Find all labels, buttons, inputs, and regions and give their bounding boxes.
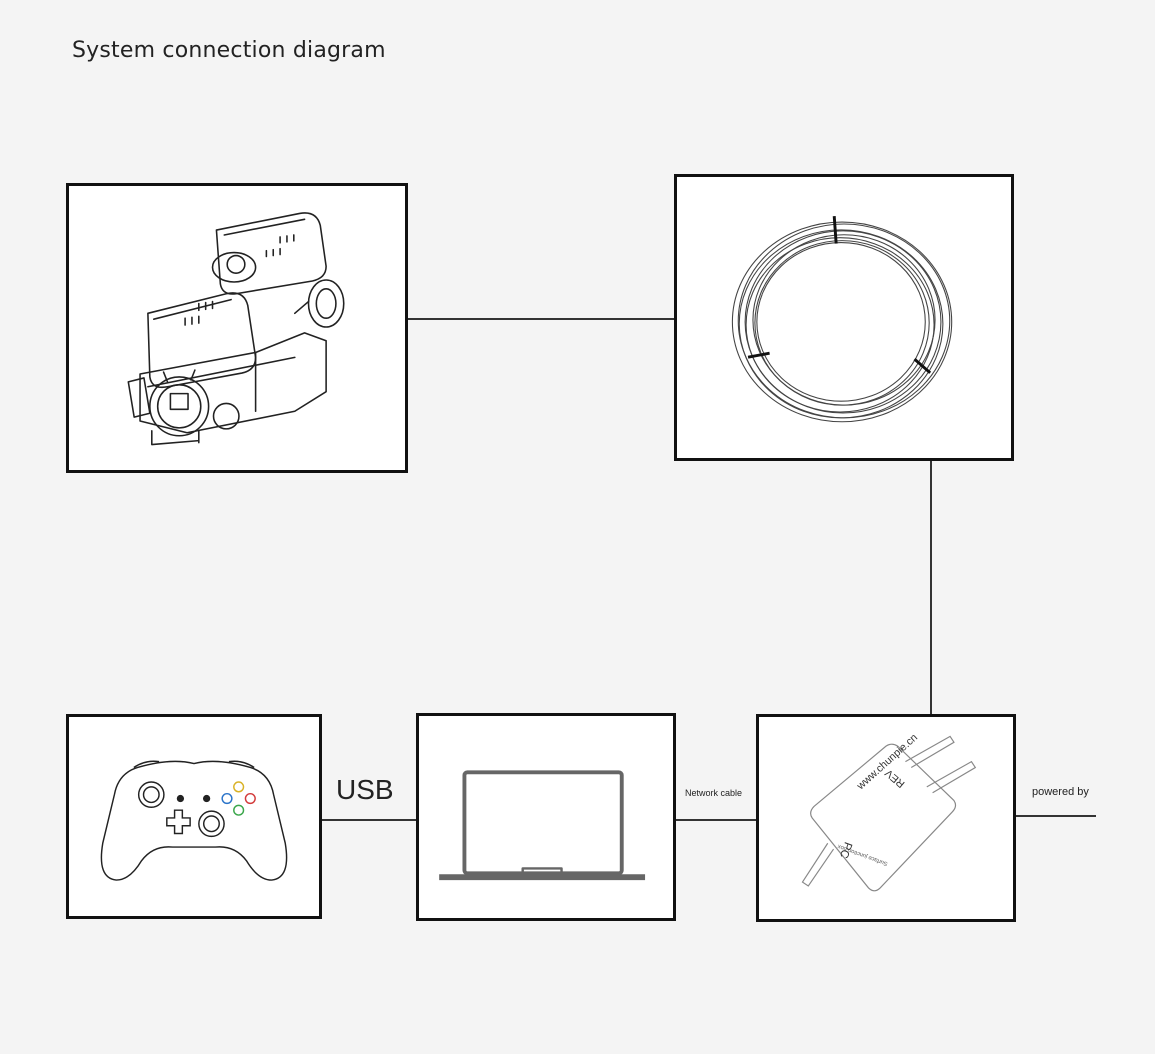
laptop-node <box>416 713 676 921</box>
usb-label: USB <box>336 774 394 805</box>
cable-coil-icon <box>731 216 953 423</box>
connector-power <box>1014 815 1096 817</box>
underwater-robot-icon <box>127 212 345 446</box>
connector-robot-to-cable <box>406 318 676 320</box>
junction-box-node: www.chunpie.cn REV PC Surface junction b… <box>756 714 1016 922</box>
junction-box-url-text: www.chunpie.cn <box>854 732 920 793</box>
gamepad-icon <box>100 760 288 881</box>
network-cable-label: Network cable <box>685 788 743 798</box>
connector-controller-to-laptop <box>320 819 418 821</box>
underwater-robot-node <box>66 183 408 473</box>
tether-cable-node <box>674 174 1014 461</box>
connector-laptop-to-junction-box <box>674 819 758 821</box>
page-title: System connection diagram <box>72 38 386 63</box>
connector-cable-to-junction-box <box>930 459 932 716</box>
controller-node <box>66 714 322 919</box>
junction-box-pc-text: PC <box>837 840 855 860</box>
powered-by-label: powered by <box>1032 786 1089 798</box>
laptop-icon <box>439 770 646 881</box>
junction-box-icon: www.chunpie.cn REV PC Surface junction b… <box>801 732 977 892</box>
